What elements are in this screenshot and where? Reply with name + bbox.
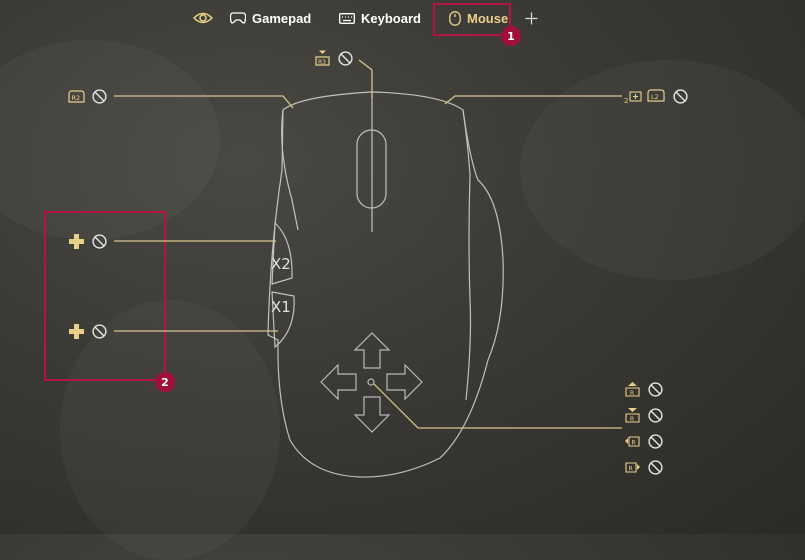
- mouse-icon: [449, 10, 461, 26]
- disabled-icon: [673, 89, 688, 104]
- mapping-left-click[interactable]: R2: [68, 89, 107, 104]
- eye-icon: [193, 12, 213, 24]
- arrow-up-outline: [353, 332, 391, 369]
- x2-button-outline: [271, 221, 293, 285]
- disabled-icon: [648, 459, 663, 475]
- disabled-icon: [648, 407, 663, 423]
- add-tab-button[interactable]: [525, 6, 538, 30]
- mouse-right-body-line: [462, 109, 472, 401]
- scroll-wheel: [356, 129, 387, 209]
- arrow-right-outline: [386, 363, 423, 401]
- disabled-icon: [338, 50, 353, 66]
- x1-button-label: X1: [271, 298, 291, 316]
- mapping-move-right[interactable]: R: [624, 459, 663, 475]
- mapping-move-left[interactable]: R: [624, 433, 663, 449]
- mapping-move-up[interactable]: R: [624, 381, 663, 397]
- svg-text:R2: R2: [72, 94, 81, 102]
- keyboard-icon: [339, 12, 355, 24]
- l2-trigger-icon: 2 L2: [624, 89, 665, 104]
- leader-line-middle: [358, 59, 373, 98]
- plus-icon: [525, 12, 538, 24]
- visibility-toggle[interactable]: [193, 6, 213, 30]
- mouse-tab-highlight: [433, 3, 511, 36]
- disabled-icon: [92, 324, 107, 339]
- tab-mouse[interactable]: Mouse: [449, 6, 508, 30]
- callout-badge-2: 2: [155, 372, 175, 392]
- svg-text:R: R: [632, 440, 636, 447]
- mouse-body-outline: [267, 91, 504, 478]
- leader-line-movement: [373, 383, 622, 429]
- mapping-move-down[interactable]: R: [624, 407, 663, 423]
- right-stick-down-icon: R: [625, 408, 640, 423]
- arrow-down-outline: [353, 396, 391, 433]
- pointer-center: [367, 378, 375, 386]
- mapping-right-click[interactable]: 2 L2: [624, 89, 688, 104]
- svg-text:R3: R3: [318, 59, 326, 66]
- svg-text:R: R: [630, 416, 634, 423]
- svg-text:R: R: [629, 466, 633, 473]
- x2-button-label: X2: [271, 255, 291, 273]
- disabled-icon: [92, 234, 107, 249]
- svg-text:R: R: [630, 390, 634, 397]
- side-buttons-highlight: [44, 211, 166, 381]
- mapping-x1-button[interactable]: [68, 323, 107, 340]
- top-navigation: Gamepad Keyboard Mouse: [0, 0, 805, 36]
- mapping-x2-button[interactable]: [68, 233, 107, 250]
- svg-text:L2: L2: [651, 93, 659, 101]
- tab-keyboard-label: Keyboard: [361, 10, 421, 26]
- mouse-left-body-line: [281, 109, 299, 231]
- r2-trigger-icon: R2: [68, 90, 85, 103]
- right-stick-up-icon: R: [625, 382, 640, 397]
- tab-gamepad[interactable]: Gamepad: [230, 6, 311, 30]
- background-decoration: [0, 40, 220, 240]
- disabled-icon: [92, 89, 107, 104]
- svg-text:2: 2: [624, 97, 628, 104]
- right-stick-right-icon: R: [625, 462, 640, 473]
- dpad-icon: [69, 234, 84, 249]
- callout-badge-1: 1: [501, 26, 521, 46]
- tab-mouse-label: Mouse: [467, 10, 509, 26]
- tab-gamepad-label: Gamepad: [252, 10, 312, 26]
- r3-stick-press-icon: R3: [315, 50, 330, 66]
- disabled-icon: [648, 381, 663, 397]
- dpad-icon: [69, 324, 84, 339]
- mapping-middle-click[interactable]: R3: [314, 50, 353, 66]
- arrow-left-outline: [320, 363, 357, 401]
- disabled-icon: [648, 433, 663, 449]
- tab-keyboard[interactable]: Keyboard: [339, 6, 421, 30]
- gamepad-icon: [230, 12, 246, 24]
- right-stick-left-icon: R: [625, 436, 640, 447]
